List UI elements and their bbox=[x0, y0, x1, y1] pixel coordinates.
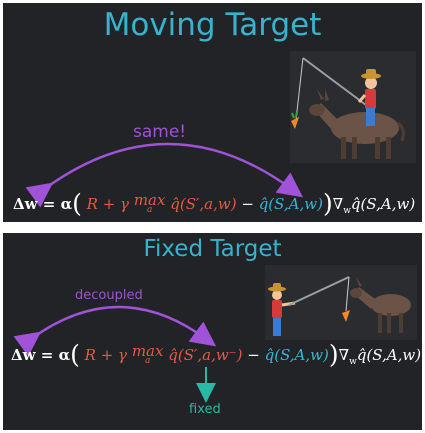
max-subscript: a bbox=[146, 205, 153, 215]
target-q-term: q̂(S′,a,w⁻) bbox=[168, 346, 243, 364]
target-q-term: q̂(S′,a,w) bbox=[170, 195, 237, 213]
donkey-rider-illustration bbox=[290, 51, 416, 163]
same-arrow bbox=[25, 142, 304, 208]
current-q-term: q̂(S,A,w) bbox=[258, 195, 323, 213]
equation-lhs: Δw = α bbox=[13, 195, 73, 213]
gradient-subscript: w bbox=[349, 357, 357, 367]
panel-title: Moving Target bbox=[103, 7, 322, 43]
gradient-symbol: ∇ bbox=[338, 346, 350, 364]
moving-target-panel: Moving Target bbox=[3, 3, 422, 222]
equation-lhs: Δw = α bbox=[11, 346, 71, 364]
gradient-q-term: q̂(S,A,w) bbox=[350, 195, 416, 213]
fixed-target-panel: Fixed Target bbox=[3, 233, 422, 430]
fixed-label: fixed bbox=[189, 402, 221, 417]
same-label: same! bbox=[133, 122, 187, 142]
max-subscript: a bbox=[144, 356, 151, 366]
person-donkey-illustration bbox=[265, 265, 417, 340]
minus-sign: − bbox=[247, 346, 260, 364]
reward-term: R + γ bbox=[84, 346, 128, 364]
minus-sign: − bbox=[241, 195, 254, 213]
gradient-subscript: w bbox=[343, 206, 351, 216]
max-operator: max bbox=[131, 342, 164, 360]
gradient-symbol: ∇ bbox=[332, 195, 344, 213]
gradient-q-term: q̂(S,A,w) bbox=[356, 346, 422, 364]
decoupled-label: decoupled bbox=[75, 288, 143, 303]
current-q-term: q̂(S,A,w) bbox=[264, 346, 329, 364]
max-operator: max bbox=[133, 191, 166, 209]
panel-title: Fixed Target bbox=[143, 236, 282, 262]
reward-term: R + γ bbox=[86, 195, 130, 213]
decoupled-arrow bbox=[13, 305, 217, 403]
